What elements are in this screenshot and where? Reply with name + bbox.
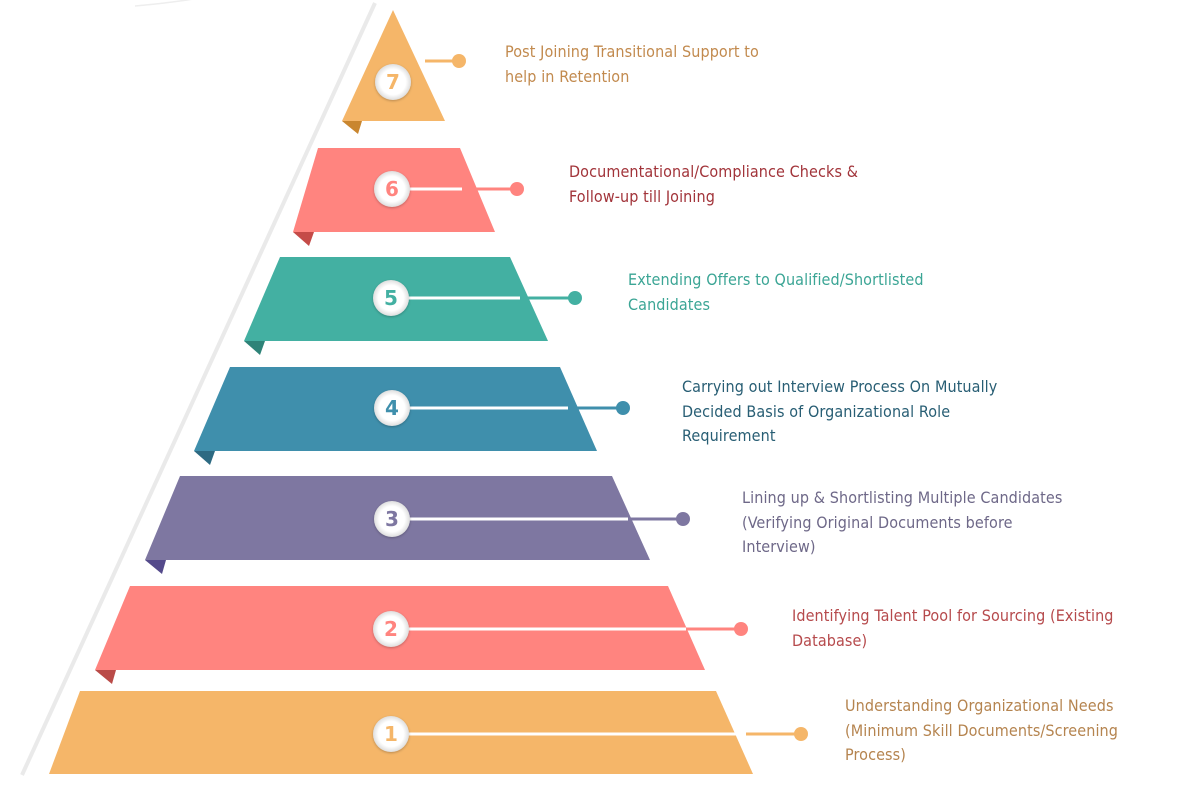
description-line: Interview) xyxy=(742,537,816,556)
pyramid-tier-6: 6 xyxy=(293,148,524,246)
description-line: Documentational/Compliance Checks & xyxy=(569,162,859,181)
tier-number: 6 xyxy=(385,177,399,201)
number-badge xyxy=(375,64,411,100)
number-badge xyxy=(374,171,410,207)
ribbon-fold xyxy=(244,341,265,355)
ribbon-fold xyxy=(194,451,215,465)
tier-description-1: Understanding Organizational Needs (Minim… xyxy=(845,694,1118,768)
connector-dot xyxy=(734,622,748,636)
tier-number: 1 xyxy=(384,722,398,746)
number-badge xyxy=(374,501,410,537)
ribbon-fold xyxy=(95,670,116,684)
pyramid-tier-5: 5 xyxy=(244,257,582,355)
description-line: Database) xyxy=(792,630,868,650)
description-line: help in Retention xyxy=(505,66,630,86)
description-line: Candidates xyxy=(628,294,711,314)
description-line: (Verifying Original Documents before xyxy=(742,512,1013,532)
description-line: Carrying out Interview Process On Mutual… xyxy=(682,377,998,396)
description-line: Extending Offers to Qualified/Shortliste… xyxy=(628,270,924,289)
ribbon-fold xyxy=(145,560,166,574)
pyramid-tier-2: 2 xyxy=(95,586,748,684)
tier-number: 4 xyxy=(385,396,399,420)
pyramid-tier-4: 4 xyxy=(194,367,630,465)
description-line: Lining up & Shortlisting Multiple Candid… xyxy=(742,488,1063,507)
ribbon-fold xyxy=(293,232,314,246)
number-badge xyxy=(374,390,410,426)
tier-number: 3 xyxy=(385,507,399,531)
connector-dot xyxy=(616,401,630,415)
description-line: Follow-up till Joining xyxy=(569,186,715,206)
pyramid-side-guide-line xyxy=(20,2,377,776)
tier-description-4: Carrying out Interview Process On Mutual… xyxy=(682,375,997,449)
number-badge xyxy=(373,280,409,316)
connector-dot xyxy=(510,182,524,196)
tier-number: 5 xyxy=(384,286,398,310)
description-line: Understanding Organizational Needs xyxy=(845,696,1114,715)
connector-dot xyxy=(452,54,466,68)
pyramid-tier-7: 7 xyxy=(342,10,466,134)
ribbon-fold xyxy=(342,121,362,134)
description-line: (Minimum Skill Documents/Screening xyxy=(845,720,1119,740)
pyramid-tier-1: 1 xyxy=(49,691,808,774)
description-line: Post Joining Transitional Support to xyxy=(505,42,759,61)
tier-description-3: Lining up & Shortlisting Multiple Candid… xyxy=(742,486,1062,560)
tier-description-2: Identifying Talent Pool for Sourcing (Ex… xyxy=(792,604,1114,653)
connector-dot xyxy=(568,291,582,305)
tier-number: 7 xyxy=(386,70,400,94)
tier-number: 2 xyxy=(384,617,398,641)
number-badge xyxy=(373,716,409,752)
pyramid-tier-3: 3 xyxy=(145,476,690,574)
number-badge xyxy=(373,611,409,647)
description-line: Process) xyxy=(845,745,906,764)
description-line: Identifying Talent Pool for Sourcing (Ex… xyxy=(792,606,1114,625)
description-line: Requirement xyxy=(682,426,776,445)
tier-description-6: Documentational/Compliance Checks & Follo… xyxy=(569,160,858,209)
tier-description-5: Extending Offers to Qualified/Shortliste… xyxy=(628,268,924,317)
description-line: Decided Basis of Organizational Role xyxy=(682,401,951,421)
decorative-arc xyxy=(134,0,192,7)
connector-dot xyxy=(794,727,808,741)
connector-dot xyxy=(676,512,690,526)
tier-description-7: Post Joining Transitional Support to help… xyxy=(505,40,759,89)
